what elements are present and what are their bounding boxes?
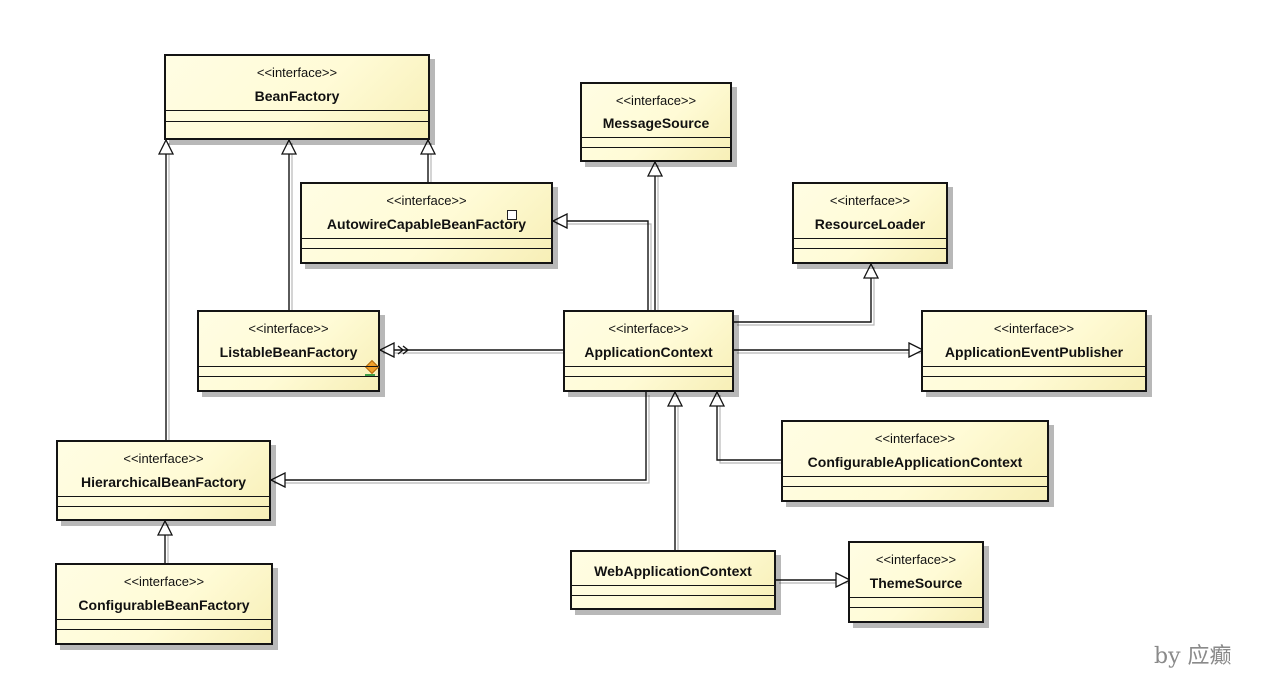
stereotype-label: <<interface>>: [123, 574, 205, 589]
class-box-messagesource[interactable]: <<interface>> MessageSource: [580, 82, 732, 162]
operations-divider: [58, 506, 269, 507]
stereotype-label: <<interface>>: [829, 193, 911, 208]
operations-divider: [565, 376, 732, 377]
attributes-divider: [565, 366, 732, 367]
stereotype-label: <<interface>>: [874, 431, 956, 446]
class-name: AutowireCapableBeanFactory: [326, 216, 527, 232]
operations-divider: [199, 376, 378, 377]
class-name: ListableBeanFactory: [219, 344, 358, 360]
attributes-divider: [783, 476, 1047, 477]
class-box-configurablebeanfactory[interactable]: <<interface>> ConfigurableBeanFactory: [55, 563, 273, 645]
stereotype-label: <<interface>>: [248, 321, 329, 336]
attributes-divider: [166, 110, 428, 111]
class-name: WebApplicationContext: [594, 563, 752, 579]
attribute-diamond-icon: [364, 359, 380, 375]
operations-divider: [572, 595, 774, 596]
class-name: ApplicationContext: [584, 344, 713, 360]
edge-appcontext-to-hierarchical: [271, 392, 647, 480]
stereotype-label: <<interface>>: [608, 321, 689, 336]
attributes-divider: [302, 238, 551, 239]
class-box-applicationcontext[interactable]: <<interface>> ApplicationContext: [563, 310, 734, 392]
operations-divider: [783, 486, 1047, 487]
stereotype-label: <<interface>>: [123, 451, 204, 466]
class-name: ConfigurableBeanFactory: [78, 597, 250, 613]
class-name: BeanFactory: [254, 88, 340, 104]
stereotype-label: <<interface>>: [256, 65, 338, 80]
operations-divider: [923, 376, 1145, 377]
stereotype-label: <<interface>>: [615, 93, 697, 108]
class-box-themesource[interactable]: <<interface>> ThemeSource: [848, 541, 984, 623]
attributes-divider: [582, 137, 730, 138]
operations-divider: [794, 248, 946, 249]
class-name: ResourceLoader: [814, 216, 926, 232]
stereotype-label: <<interface>>: [993, 321, 1075, 336]
operation-bar-icon: [365, 374, 375, 377]
attributes-divider: [923, 366, 1145, 367]
attributes-divider: [58, 496, 269, 497]
class-box-autowirecapablebeanfactory[interactable]: <<interface>> AutowireCapableBeanFactory: [300, 182, 553, 264]
operations-divider: [57, 629, 271, 630]
attributes-divider: [850, 597, 982, 598]
operations-divider: [850, 607, 982, 608]
class-box-beanfactory[interactable]: <<interface>> BeanFactory: [164, 54, 430, 140]
edge-appcontext-to-resourceloader: [734, 264, 871, 323]
operations-divider: [582, 147, 730, 148]
class-name: ThemeSource: [869, 575, 963, 591]
class-name: ApplicationEventPublisher: [944, 344, 1124, 360]
class-box-resourceloader[interactable]: <<interface>> ResourceLoader: [792, 182, 948, 264]
attributes-divider: [57, 619, 271, 620]
class-box-listablebeanfactory[interactable]: <<interface>> ListableBeanFactory: [197, 310, 380, 392]
small-square-icon: [507, 210, 517, 220]
attributes-divider: [794, 238, 946, 239]
attributes-divider: [199, 366, 378, 367]
operations-divider: [302, 248, 551, 249]
chevron-mark: [402, 345, 410, 355]
class-name: MessageSource: [602, 115, 710, 131]
author-credit: by 应癫: [1154, 644, 1232, 669]
chevron-mark: [397, 345, 405, 355]
class-name: ConfigurableApplicationContext: [807, 454, 1023, 470]
class-box-configurableapplicationcontext[interactable]: <<interface>> ConfigurableApplicationCon…: [781, 420, 1049, 502]
edge-appcontext-to-autowire: [553, 221, 649, 310]
class-name: HierarchicalBeanFactory: [81, 474, 246, 490]
stereotype-label: <<interface>>: [875, 552, 957, 567]
class-box-hierarchicalbeanfactory[interactable]: <<interface>> HierarchicalBeanFactory: [56, 440, 271, 521]
edge-configurableapp-to-appcontext: [717, 392, 783, 461]
attributes-divider: [572, 585, 774, 586]
operations-divider: [166, 121, 428, 122]
stereotype-label: <<interface>>: [386, 193, 467, 208]
class-box-applicationeventpublisher[interactable]: <<interface>> ApplicationEventPublisher: [921, 310, 1147, 392]
class-box-webapplicationcontext[interactable]: WebApplicationContext: [570, 550, 776, 610]
